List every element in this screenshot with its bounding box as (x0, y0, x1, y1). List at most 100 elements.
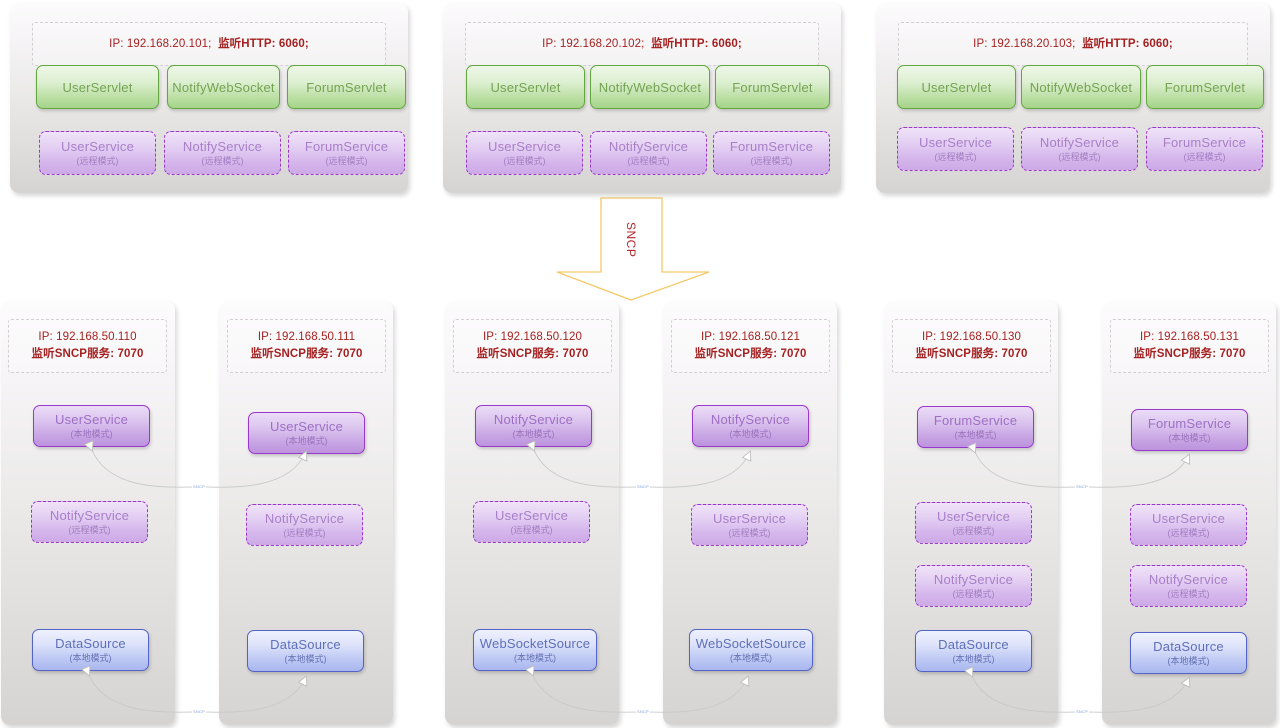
service-node-120-item-3[interactable]: WebSocketSource (本地模式) (473, 629, 597, 671)
web-node-3-service-1[interactable]: UserService (远程模式) (897, 127, 1014, 171)
label: ForumService (1147, 416, 1232, 431)
service-node-110-item-3[interactable]: DataSource (本地模式) (32, 629, 149, 671)
web-node-3-servlet-2[interactable]: NotifyWebSocket (1021, 65, 1141, 109)
label: NotifyWebSocket (598, 79, 702, 95)
service-node-111-port: 监听SNCP服务: 7070 (250, 348, 363, 360)
service-node-121-item-1[interactable]: NotifyService (本地模式) (692, 405, 809, 447)
service-node-131-item-1[interactable]: ForumService (本地模式) (1131, 409, 1248, 451)
service-node-120-item-1[interactable]: NotifyService (本地模式) (475, 405, 592, 447)
web-node-panel-3: IP: 192.168.20.103; 监听HTTP: 6060; UserSe… (876, 3, 1270, 193)
mode: (远程模式) (952, 589, 995, 599)
service-node-121-port: 监听SNCP服务: 7070 (694, 348, 807, 360)
service-node-110-item-1[interactable]: UserService (本地模式) (33, 405, 150, 447)
service-node-130-port: 监听SNCP服务: 7070 (915, 348, 1028, 360)
service-node-120-ip-header: IP: 192.168.50.120 监听SNCP服务: 7070 (453, 319, 612, 373)
service-node-131-item-3[interactable]: NotifyService (远程模式) (1130, 565, 1247, 607)
web-node-1-servlet-2[interactable]: NotifyWebSocket (167, 65, 280, 109)
web-node-panel-2: IP: 192.168.20.102; 监听HTTP: 6060; UserSe… (443, 3, 841, 193)
web-node-3-service-3[interactable]: ForumService (远程模式) (1146, 127, 1263, 171)
label: UserServlet (62, 79, 133, 95)
service-node-111-item-3[interactable]: DataSource (本地模式) (247, 630, 364, 672)
label: DataSource (270, 637, 341, 652)
service-node-130-item-3[interactable]: NotifyService (远程模式) (915, 565, 1032, 607)
web-node-1-servlet-3[interactable]: ForumServlet (287, 65, 406, 109)
mode: (远程模式) (76, 156, 119, 166)
mode: (远程模式) (728, 528, 771, 538)
web-node-3-port: 监听HTTP: 6060; (1082, 37, 1173, 50)
web-node-3-servlet-1[interactable]: UserServlet (897, 65, 1016, 109)
service-node-131-port: 监听SNCP服务: 7070 (1133, 348, 1246, 360)
web-node-2-ip: IP: 192.168.20.102; (542, 37, 645, 50)
label: NotifyService (493, 412, 574, 427)
mode: (远程模式) (952, 526, 995, 536)
mode: (远程模式) (325, 156, 368, 166)
label: UserServlet (921, 79, 992, 95)
service-node-131-item-2[interactable]: UserService (远程模式) (1130, 504, 1247, 546)
label: UserService (270, 419, 343, 434)
mode: (本地模式) (70, 429, 113, 439)
web-node-3-ip: IP: 192.168.20.103; (973, 37, 1076, 50)
service-node-panel-110: IP: 192.168.50.110 监听SNCP服务: 7070 UserSe… (1, 301, 175, 725)
label: UserService (937, 509, 1010, 524)
label: NotifyService (608, 139, 689, 154)
service-node-111-item-2[interactable]: NotifyService (远程模式) (246, 504, 363, 546)
mode: (远程模式) (1058, 152, 1101, 162)
service-node-110-ip-header: IP: 192.168.50.110 监听SNCP服务: 7070 (8, 319, 167, 373)
label: NotifyService (264, 511, 345, 526)
service-node-110-item-2[interactable]: NotifyService (远程模式) (31, 501, 148, 543)
service-node-130-item-1[interactable]: ForumService (本地模式) (917, 406, 1034, 448)
web-node-1-service-3[interactable]: ForumService (远程模式) (288, 131, 405, 175)
service-node-120-item-2[interactable]: UserService (远程模式) (473, 501, 590, 543)
web-node-2-service-3[interactable]: ForumService (远程模式) (713, 131, 830, 175)
mode: (本地模式) (69, 653, 112, 663)
mode: (本地模式) (512, 429, 555, 439)
label: UserService (61, 139, 134, 154)
mode: (远程模式) (627, 156, 670, 166)
label: NotifyService (710, 412, 791, 427)
web-node-2-servlet-3[interactable]: ForumServlet (715, 65, 830, 109)
web-node-2-service-2[interactable]: NotifyService (远程模式) (590, 131, 707, 175)
label: UserService (488, 139, 561, 154)
service-node-121-item-3[interactable]: WebSocketSource (本地模式) (689, 629, 813, 671)
mode: (远程模式) (1183, 152, 1226, 162)
label: NotifyService (1148, 572, 1229, 587)
label: DataSource (55, 636, 126, 651)
mode: (远程模式) (1167, 589, 1210, 599)
web-node-2-servlet-1[interactable]: UserServlet (466, 65, 585, 109)
web-node-1-port: 监听HTTP: 6060; (218, 37, 309, 50)
web-node-1-servlet-1[interactable]: UserServlet (36, 65, 159, 109)
service-node-130-ip-header: IP: 192.168.50.130 监听SNCP服务: 7070 (892, 319, 1051, 373)
service-node-120-ip: IP: 192.168.50.120 (483, 331, 582, 343)
service-node-130-item-4[interactable]: DataSource (本地模式) (915, 630, 1032, 672)
service-node-131-item-4[interactable]: DataSource (本地模式) (1130, 632, 1247, 674)
label: WebSocketSource (479, 636, 591, 651)
peer-link-label-6: SNCP (1075, 709, 1089, 715)
service-node-111-ip-header: IP: 192.168.50.111 监听SNCP服务: 7070 (227, 319, 386, 373)
web-node-3-servlet-3[interactable]: ForumServlet (1146, 65, 1264, 109)
peer-link-label-2: SNCP (192, 709, 206, 715)
mode: (本地模式) (1168, 433, 1211, 443)
service-node-111-item-1[interactable]: UserService (本地模式) (248, 412, 365, 454)
mode: (远程模式) (68, 525, 111, 535)
service-node-121-item-2[interactable]: UserService (远程模式) (691, 504, 808, 546)
web-node-2-port: 监听HTTP: 6060; (651, 37, 742, 50)
service-node-121-ip-header: IP: 192.168.50.121 监听SNCP服务: 7070 (671, 319, 830, 373)
mode: (远程模式) (750, 156, 793, 166)
web-node-1-service-1[interactable]: UserService (远程模式) (39, 131, 156, 175)
service-node-121-ip: IP: 192.168.50.121 (701, 331, 800, 343)
web-node-2-service-1[interactable]: UserService (远程模式) (466, 131, 583, 175)
label: UserService (713, 511, 786, 526)
service-node-120-port: 监听SNCP服务: 7070 (476, 348, 589, 360)
mode: (本地模式) (952, 654, 995, 664)
web-node-2-servlet-2[interactable]: NotifyWebSocket (590, 65, 710, 109)
label: NotifyService (49, 508, 130, 523)
service-node-130-item-2[interactable]: UserService (远程模式) (915, 502, 1032, 544)
label: DataSource (938, 637, 1009, 652)
web-node-1-service-2[interactable]: NotifyService (远程模式) (164, 131, 281, 175)
mode: (本地模式) (284, 654, 327, 664)
service-node-110-port: 监听SNCP服务: 7070 (31, 348, 144, 360)
web-node-1-ip-header: IP: 192.168.20.101; 监听HTTP: 6060; (32, 22, 386, 66)
service-node-panel-121: IP: 192.168.50.121 监听SNCP服务: 7070 Notify… (663, 301, 837, 725)
label: NotifyService (1039, 135, 1120, 150)
web-node-3-service-2[interactable]: NotifyService (远程模式) (1021, 127, 1138, 171)
